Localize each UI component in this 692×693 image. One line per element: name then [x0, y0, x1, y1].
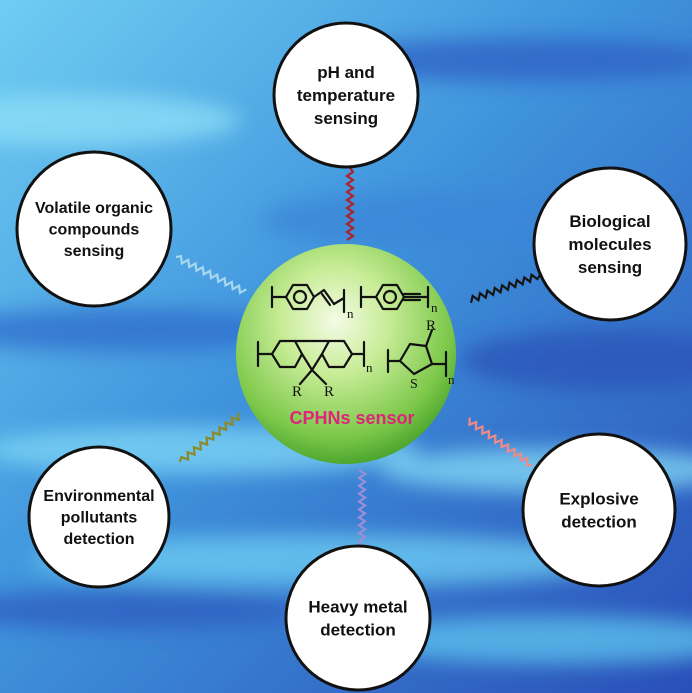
bubble-circle-environmental	[27, 445, 171, 589]
bubble-circle-ph-temperature	[272, 21, 420, 169]
ppe-subscript: n	[431, 300, 438, 315]
fluorene-substituent-left: R	[292, 384, 302, 400]
bubble-label-ph-temperature-line-0: pH and	[317, 63, 375, 82]
bubble-explosive: Explosive detection	[521, 432, 677, 588]
linker-biological	[469, 272, 541, 304]
bubble-environmental: Environmental pollutants detection	[27, 445, 171, 589]
thiophene-substituent: R	[426, 318, 436, 334]
bubble-label-biological-line-1: molecules	[568, 235, 651, 254]
bubble-circle-explosive	[521, 432, 677, 588]
thiophene-heteroatom: S	[410, 377, 418, 392]
thiophene-subscript: n	[448, 372, 455, 387]
structure-polythiophene: S R n	[386, 318, 455, 392]
center-sphere: n n R R n	[236, 244, 456, 464]
bubble-label-volatile-line-2: sensing	[64, 243, 124, 260]
bubble-label-ph-temperature-line-2: sensing	[314, 109, 378, 128]
linker-environmental	[178, 412, 240, 463]
center-label: CPHNs sensor	[289, 408, 414, 428]
background-streaks	[0, 38, 692, 664]
bubble-biological: Biological molecules sensing	[532, 166, 688, 322]
fluorene-substituent-right: R	[324, 384, 334, 400]
bubble-label-volatile-line-1: compounds	[49, 222, 140, 239]
bubble-label-biological-line-0: Biological	[569, 212, 650, 231]
bubble-label-explosive-line-0: Explosive	[559, 490, 638, 509]
linker-volatile	[175, 254, 247, 295]
bubble-circle-heavy-metal	[284, 544, 432, 692]
bubble-ph-temperature: pH and temperature sensing	[272, 21, 420, 169]
fluorene-subscript: n	[366, 360, 373, 375]
bubble-label-environmental-line-1: pollutants	[61, 510, 138, 527]
structure-polyfluorene: R R n	[256, 339, 373, 400]
bubble-label-heavy-metal-line-1: detection	[320, 620, 396, 639]
bubble-label-heavy-metal-line-0: Heavy metal	[308, 598, 407, 617]
bubble-volatile: Volatile organic compounds sensing	[15, 150, 173, 308]
structure-ppv: n	[270, 283, 354, 321]
bubble-circle-volatile	[15, 150, 173, 308]
structure-ppe: n	[359, 283, 438, 315]
sphere-circle	[236, 244, 456, 464]
bubble-heavy-metal: Heavy metal detection	[284, 544, 432, 692]
bubble-label-environmental-line-2: detection	[63, 531, 134, 548]
bubble-label-biological-line-2: sensing	[578, 258, 642, 277]
linker-explosive	[468, 417, 533, 467]
bubble-label-explosive-line-1: detection	[561, 512, 637, 531]
bubble-group: pH andtemperaturesensingBiologicalmolecu…	[15, 21, 688, 692]
linker-heavy-metal	[356, 469, 368, 546]
bubble-circle-biological	[532, 166, 688, 322]
bubble-label-volatile-line-0: Volatile organic	[35, 200, 153, 217]
bubble-label-environmental-line-0: Environmental	[43, 488, 154, 505]
linker-group	[175, 167, 541, 546]
bubble-label-ph-temperature-line-1: temperature	[297, 86, 395, 105]
linker-ph-temperature	[345, 167, 355, 241]
ppv-subscript: n	[347, 306, 354, 321]
